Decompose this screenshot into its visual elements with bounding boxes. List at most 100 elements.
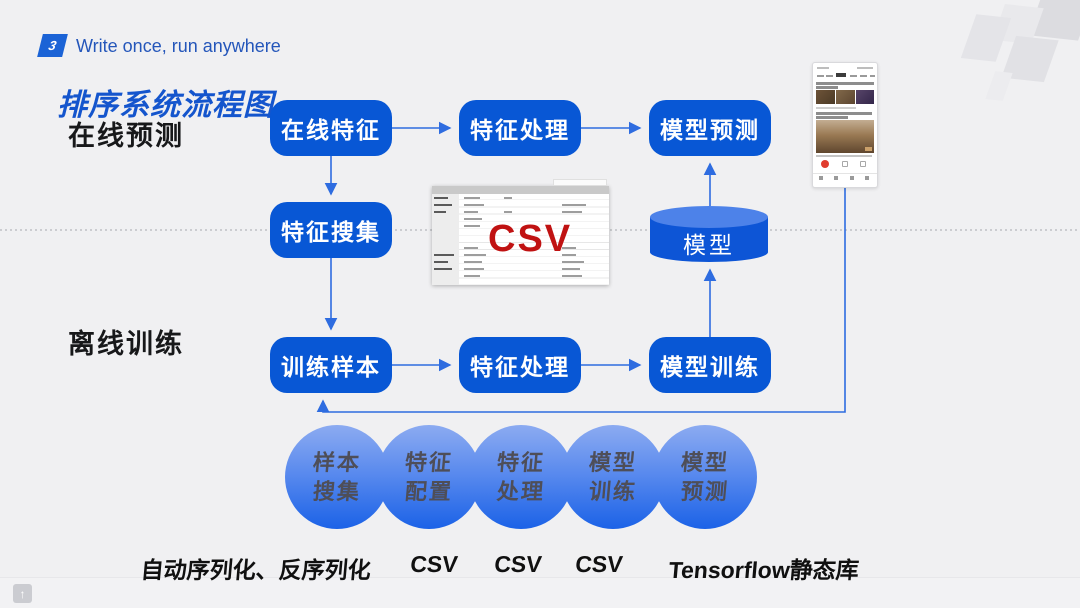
discover-nav-icon [850, 176, 854, 180]
stage-circle-model-train: 模型 训练 [561, 425, 665, 529]
flow-box-label: 模型训练 [660, 354, 760, 380]
footer-strip [0, 577, 1080, 608]
page-title: 排序系统流程图 [57, 89, 274, 122]
csv-cell-smudge [434, 261, 448, 264]
csv-cell-smudge [464, 197, 480, 200]
article-large-image [816, 120, 874, 153]
footer-logo: ↑ [13, 584, 32, 603]
csv-cell-smudge [434, 211, 446, 214]
csv-cell-smudge [562, 268, 580, 271]
csv-table-header-row [432, 186, 609, 194]
record-button-icon [821, 160, 829, 168]
article-thumbnail-image [836, 90, 855, 104]
flow-box-model-predict: 模型预测 [649, 100, 771, 156]
comment-icon [842, 161, 848, 167]
model-store-label: 模型 [683, 233, 735, 258]
phone-status-icons [857, 67, 873, 69]
flow-box-feature-process-bottom: 特征处理 [459, 337, 581, 393]
csv-cell-smudge [464, 254, 486, 257]
csv-cell-smudge [562, 254, 576, 257]
phone-tab [860, 75, 867, 77]
article-meta-line [816, 107, 856, 109]
footer-logo-glyph: ↑ [19, 586, 26, 601]
csv-cell-smudge [562, 261, 584, 264]
csv-cell-smudge [434, 197, 448, 200]
flow-box-feature-collect: 特征搜集 [270, 202, 392, 258]
stage-circle-feature-config: 特征 配置 [377, 425, 481, 529]
csv-cell-smudge [434, 254, 454, 257]
video-nav-icon [834, 176, 838, 180]
article-thumbnail-image [816, 90, 835, 104]
flow-box-label: 特征处理 [470, 354, 570, 380]
phone-tab-selected [836, 73, 846, 77]
section-label-online: 在线预测 [68, 121, 184, 151]
csv-table-tab [553, 179, 607, 186]
section-label-offline: 离线训练 [68, 329, 184, 359]
stage-label-line: 配置 [403, 479, 455, 504]
csv-cell-smudge [464, 275, 480, 278]
phone-tab [850, 75, 857, 77]
flow-box-label: 模型预测 [660, 117, 760, 143]
caption-tensorflow-lib: Tensorflow静态库 [667, 557, 860, 583]
phone-status-bar [817, 67, 829, 69]
caption-csv-3: CSV [574, 551, 624, 577]
article-title-line [816, 86, 838, 89]
csv-cell-smudge [464, 211, 478, 214]
csv-cell-smudge [464, 247, 478, 250]
article-thumbnail-image [856, 90, 874, 104]
csv-cell-smudge [434, 204, 452, 207]
stage-label-line: 处理 [495, 479, 547, 504]
csv-overlay-label: CSV [488, 218, 573, 260]
header-tagline: Write once, run anywhere [76, 36, 281, 56]
csv-cell-smudge [464, 268, 484, 271]
flow-box-feature-process-top: 特征处理 [459, 100, 581, 156]
stage-label-line: 模型 [679, 449, 731, 475]
phone-tab [817, 75, 824, 77]
phone-tab [870, 75, 875, 77]
caption-csv-2: CSV [493, 551, 543, 577]
share-icon [860, 161, 866, 167]
cylinder-top [650, 206, 768, 228]
stage-circle-feature-process: 特征 处理 [469, 425, 573, 529]
article-meta-line [816, 155, 872, 157]
csv-table-screenshot: CSV [432, 179, 609, 285]
csv-cell-smudge [562, 211, 582, 214]
flow-box-label: 特征处理 [470, 117, 570, 143]
phone-tab [826, 75, 833, 77]
csv-table-left-column [432, 194, 459, 285]
stage-label-line: 预测 [679, 479, 731, 504]
stage-label-line: 训练 [587, 479, 639, 504]
csv-cell-smudge [562, 204, 586, 207]
csv-cell-smudge [562, 275, 582, 278]
csv-cell-smudge [434, 268, 452, 271]
profile-nav-icon [865, 176, 869, 180]
article-title-line [816, 116, 848, 119]
flow-box-online-feature: 在线特征 [270, 100, 392, 156]
caption-serialization: 自动序列化、反序列化 [139, 557, 372, 583]
stage-circle-model-predict: 模型 预测 [653, 425, 757, 529]
stage-label-line: 样本 [311, 449, 363, 475]
home-nav-icon [819, 176, 823, 180]
stage-label-line: 模型 [587, 449, 639, 475]
flow-box-train-sample: 训练样本 [270, 337, 392, 393]
stage-label-line: 特征 [495, 449, 547, 475]
image-tag [865, 147, 872, 151]
article-title-line [816, 82, 874, 85]
caption-csv-1: CSV [409, 551, 459, 577]
csv-cell-smudge [464, 261, 482, 264]
phone-nav-divider [813, 173, 877, 174]
stage-label-line: 搜集 [311, 479, 363, 504]
csv-cell-smudge [464, 225, 480, 228]
flow-box-label: 训练样本 [281, 354, 381, 380]
csv-cell-smudge [464, 204, 484, 207]
stage-circle-sample-collect: 样本 搜集 [285, 425, 389, 529]
csv-cell-smudge [464, 218, 482, 221]
csv-cell-smudge [562, 247, 576, 250]
flow-box-label: 特征搜集 [281, 219, 381, 245]
flow-box-model-train: 模型训练 [649, 337, 771, 393]
feedback-loop-app-to-train-sample [316, 188, 846, 413]
csv-cell-smudge [504, 197, 512, 200]
stage-label-line: 特征 [403, 449, 455, 475]
csv-cell-smudge [504, 211, 512, 214]
